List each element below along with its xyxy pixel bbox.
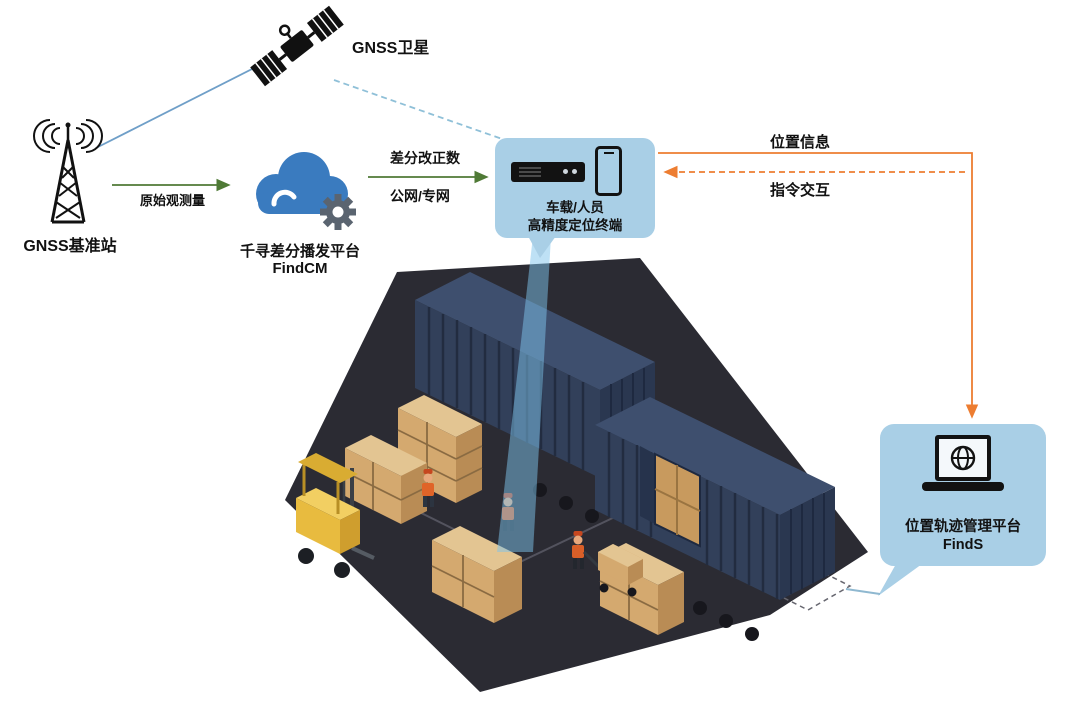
- globe-icon: [950, 445, 976, 471]
- network-label: 公网/专网: [390, 188, 450, 204]
- line-satellite-to-base: [95, 63, 263, 149]
- gear-icon: [320, 194, 356, 230]
- platform-label-line2: FindS: [942, 537, 984, 553]
- smartphone-icon: [595, 146, 622, 196]
- finds-pointer-line: [845, 588, 881, 595]
- worker-1: [422, 469, 434, 507]
- cloud-platform-icon: [256, 152, 356, 230]
- cloud-platform-name: FindCM: [272, 260, 328, 277]
- laptop-icon: [935, 435, 991, 481]
- terminal-node: 车载/人员 高精度定位终端: [495, 138, 655, 238]
- position-info-label: 位置信息: [769, 134, 830, 151]
- vehicle-terminal-icon: [511, 162, 585, 182]
- raw-observation-label: 原始观测量: [139, 193, 205, 208]
- pallet-stack-center: [431, 526, 522, 623]
- forklift: [296, 453, 375, 578]
- platform-label-line1: 位置轨迹管理平台: [905, 519, 1021, 535]
- pallet-stack-left: [344, 395, 483, 524]
- positioning-beam: [497, 236, 551, 552]
- container-2: [595, 397, 835, 641]
- satellite-label: GNSS卫星: [352, 40, 430, 57]
- base-station-label: GNSS基准站: [23, 238, 117, 255]
- finds-bubble-tail: [878, 564, 922, 596]
- command-interaction-label: 指令交互: [769, 182, 830, 199]
- arrow-position-info: [658, 152, 979, 419]
- gnss-satellite-icon: [250, 5, 344, 87]
- diff-correction-label: 差分改正数: [390, 150, 460, 166]
- gnss-base-station-icon: [33, 119, 103, 224]
- terminal-bubble-tail: [528, 236, 556, 258]
- line-satellite-to-terminal: [333, 79, 506, 141]
- warehouse-scene: [285, 258, 868, 692]
- terminal-label-line1: 车载/人员: [546, 200, 604, 215]
- terminal-label-line2: 高精度定位终端: [527, 218, 623, 233]
- worker-3-pallet-jack: [572, 531, 643, 597]
- laptop-base: [922, 482, 1004, 491]
- cloud-platform-label: 千寻差分播发平台: [239, 243, 360, 260]
- management-platform-node: 位置轨迹管理平台 FindS: [880, 424, 1046, 566]
